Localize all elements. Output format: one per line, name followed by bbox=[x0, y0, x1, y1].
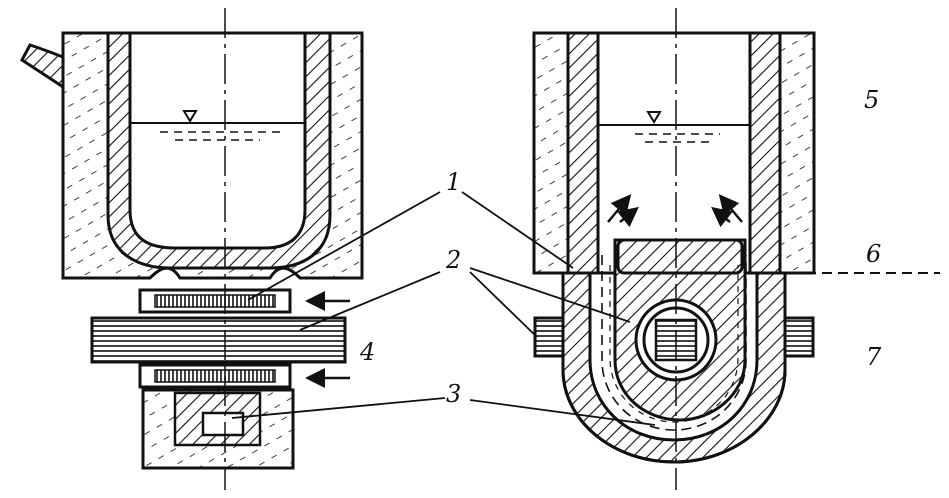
label-1: 1 bbox=[446, 168, 461, 196]
label-6: 6 bbox=[866, 240, 881, 268]
right-section-view bbox=[532, 8, 940, 490]
left-section-view bbox=[20, 8, 364, 490]
melt-level-mark-left bbox=[182, 110, 198, 123]
right-melt-cavity bbox=[596, 31, 752, 275]
right-lug-right bbox=[783, 316, 815, 358]
leader-lines bbox=[231, 191, 656, 426]
label-4: 4 bbox=[359, 338, 375, 366]
label-5: 5 bbox=[864, 86, 879, 114]
melt-level-mark-right bbox=[646, 111, 662, 124]
label-3: 3 bbox=[446, 380, 461, 408]
left-magnetic-core bbox=[90, 316, 347, 364]
left-channel bbox=[201, 411, 245, 437]
label-2: 2 bbox=[445, 246, 461, 274]
label-7: 7 bbox=[866, 343, 882, 371]
right-lug-left bbox=[533, 316, 565, 358]
